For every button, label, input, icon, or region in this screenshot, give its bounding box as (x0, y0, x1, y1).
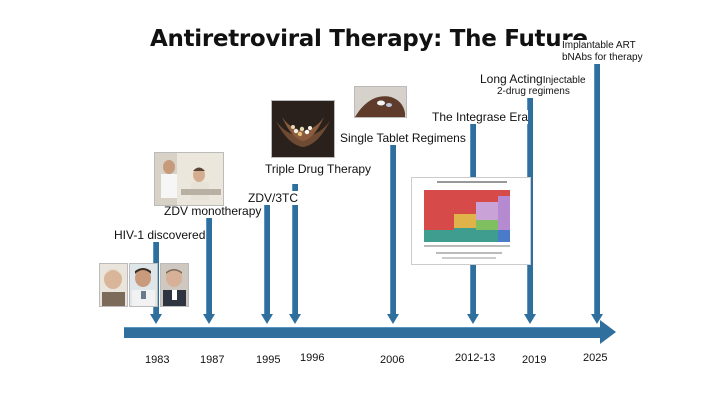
timeline-axis (124, 327, 602, 338)
year-label: 1996 (300, 352, 325, 364)
label-implantable-art: Implantable ART (562, 40, 636, 52)
scientist-portrait-2 (129, 263, 158, 307)
pole-tip-2012-13 (467, 314, 479, 324)
scientist-portrait-1 (99, 263, 128, 307)
pole-tip-1996 (289, 314, 301, 324)
pole-2025 (594, 58, 600, 316)
pole-2006 (390, 140, 396, 316)
scientist-portrait-3 (160, 263, 189, 307)
year-label: 1995 (256, 354, 281, 366)
year-label: 2019 (522, 354, 547, 366)
year-label: 2006 (380, 354, 405, 366)
pole-1995 (264, 205, 270, 316)
pole-1987 (206, 218, 212, 316)
pole-tip-2006 (387, 314, 399, 324)
pole-tip-2025 (591, 314, 603, 324)
clinic-consultation-photo (154, 152, 224, 206)
timeline-arrow-head (600, 320, 616, 344)
label-integrase-era: The Integrase Era (432, 110, 529, 124)
hands-pills-photo (271, 100, 335, 158)
label-single-tablet: Single Tablet Regimens (340, 131, 466, 145)
label-triple-drug: Triple Drug Therapy (265, 162, 372, 176)
label-bnabs: bNAbs for therapy (562, 52, 643, 64)
single-tablet-hand-photo (354, 86, 407, 118)
pole-tip-1987 (203, 314, 215, 324)
pole-tip-1983 (150, 314, 162, 324)
art-regimens-chart-thumbnail (411, 177, 531, 265)
label-hiv-discovered: HIV-1 discovered (114, 228, 206, 242)
pole-1996 (292, 184, 298, 316)
label-long-acting: Long ActingInjectable (480, 72, 586, 88)
pole-tip-1995 (261, 314, 273, 324)
page-title: Antiretroviral Therapy: The Future (150, 26, 588, 52)
label-zdv-3tc: ZDV/3TC (248, 191, 299, 205)
label-zdv-monotherapy: ZDV monotherapy (164, 204, 262, 218)
year-label: 2025 (583, 352, 608, 364)
label-2-drug-regimens: 2-drug regimens (497, 86, 570, 98)
year-label: 1983 (145, 354, 170, 366)
chart-image (412, 178, 530, 264)
year-label: 1987 (200, 354, 225, 366)
year-label: 2012-13 (455, 352, 496, 364)
pole-tip-2019 (524, 314, 536, 324)
